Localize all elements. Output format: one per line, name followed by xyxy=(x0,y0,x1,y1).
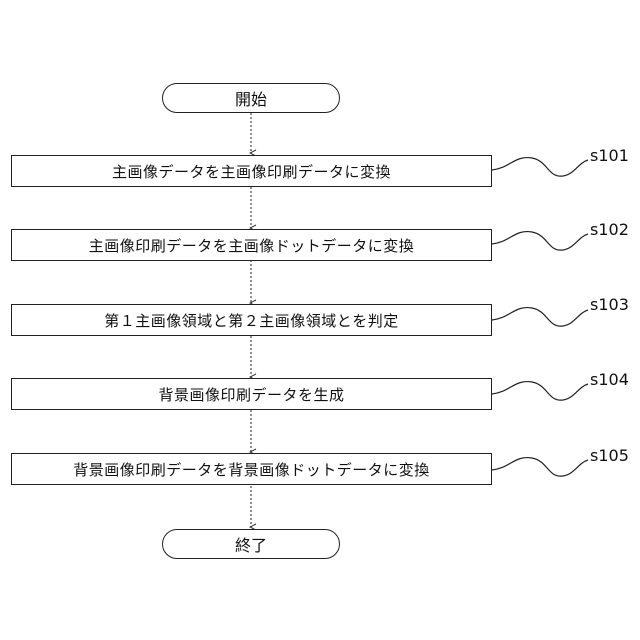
step-id-s104: s104 xyxy=(590,370,629,389)
leader-line-s102 xyxy=(492,232,588,251)
step-box-s102: 主画像印刷データを主画像ドットデータに変換 xyxy=(11,229,492,261)
step-box-s105: 背景画像印刷データを背景画像ドットデータに変換 xyxy=(11,453,492,485)
end-label: 終了 xyxy=(235,532,267,556)
step-id-s102: s102 xyxy=(590,220,629,239)
start-terminal: 開始 xyxy=(162,83,340,113)
step-id-s105: s105 xyxy=(590,446,629,465)
leader-line-s101 xyxy=(492,158,588,177)
step-text: 背景画像印刷データを背景画像ドットデータに変換 xyxy=(73,459,430,480)
step-box-s103: 第１主画像領域と第２主画像領域とを判定 xyxy=(11,304,492,336)
step-text: 主画像データを主画像印刷データに変換 xyxy=(112,161,391,182)
step-id-s101: s101 xyxy=(590,146,629,165)
step-text: 主画像印刷データを主画像ドットデータに変換 xyxy=(89,235,415,256)
end-terminal: 終了 xyxy=(162,529,340,559)
leader-line-s103 xyxy=(492,308,588,327)
step-box-s101: 主画像データを主画像印刷データに変換 xyxy=(11,155,492,187)
leader-line-s104 xyxy=(492,382,588,401)
leader-line-s105 xyxy=(492,458,588,477)
start-label: 開始 xyxy=(235,86,267,110)
step-id-s103: s103 xyxy=(590,295,629,314)
step-box-s104: 背景画像印刷データを生成 xyxy=(11,378,492,410)
step-text: 第１主画像領域と第２主画像領域とを判定 xyxy=(104,310,399,331)
step-text: 背景画像印刷データを生成 xyxy=(158,384,344,405)
